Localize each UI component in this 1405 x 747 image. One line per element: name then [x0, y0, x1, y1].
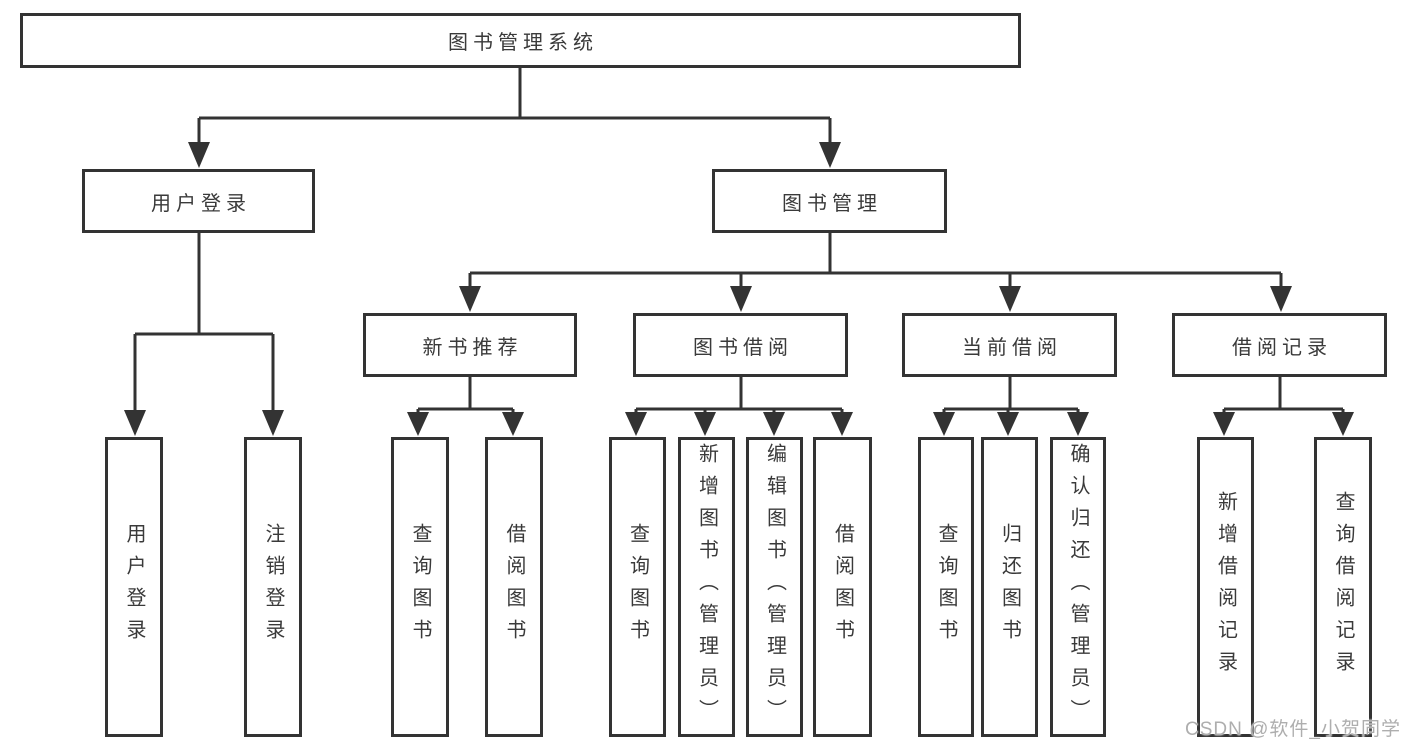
node-new-book-recommend: 新书推荐: [363, 313, 577, 377]
node-user-login-module: 用户登录: [82, 169, 315, 233]
leaf-borrow-books-1-label: 借阅图书: [503, 523, 525, 651]
leaf-query-books-3: 查询图书: [918, 437, 974, 737]
node-book-management-label: 图书管理: [782, 192, 882, 215]
leaf-logout: 注销登录: [244, 437, 302, 737]
node-current-borrow: 当前借阅: [902, 313, 1117, 377]
node-book-management-module: 图书管理: [712, 169, 947, 233]
node-root-label: 图书管理系统: [448, 32, 598, 54]
leaf-query-borrow-record-label: 查询借阅记录: [1332, 491, 1354, 683]
node-borrow-record-label: 借阅记录: [1232, 336, 1332, 359]
leaf-add-books-admin-label: 新增图书（管理员）: [695, 443, 718, 731]
node-book-borrow: 图书借阅: [633, 313, 848, 377]
leaf-logout-label: 注销登录: [262, 523, 284, 651]
leaf-query-books-2: 查询图书: [609, 437, 666, 737]
node-borrow-record: 借阅记录: [1172, 313, 1387, 377]
leaf-add-borrow-record: 新增借阅记录: [1197, 437, 1254, 737]
csdn-watermark: CSDN @软件_小贺同学: [1185, 719, 1401, 740]
leaf-edit-books-admin: 编辑图书（管理员）: [746, 437, 803, 737]
leaf-user-login-label: 用户登录: [123, 523, 145, 651]
leaf-return-books: 归还图书: [981, 437, 1038, 737]
leaf-return-books-label: 归还图书: [998, 523, 1021, 651]
leaf-add-borrow-record-label: 新增借阅记录: [1214, 491, 1237, 683]
node-new-book-recommend-label: 新书推荐: [422, 336, 523, 359]
leaf-query-books-2-label: 查询图书: [626, 523, 649, 651]
leaf-borrow-books-2: 借阅图书: [813, 437, 872, 737]
leaf-query-borrow-record: 查询借阅记录: [1314, 437, 1372, 737]
leaf-edit-books-admin-label: 编辑图书（管理员）: [763, 443, 786, 731]
leaf-add-books-admin: 新增图书（管理员）: [678, 437, 735, 737]
node-root-system: 图书管理系统: [20, 13, 1021, 68]
leaf-query-books-1: 查询图书: [391, 437, 449, 737]
leaf-query-books-3-label: 查询图书: [935, 523, 957, 651]
node-user-login-label: 用户登录: [151, 192, 251, 215]
leaf-confirm-return-admin-label: 确认归还（管理员）: [1067, 443, 1089, 731]
node-book-borrow-label: 图书借阅: [693, 336, 793, 359]
leaf-borrow-books-1: 借阅图书: [485, 437, 543, 737]
leaf-user-login: 用户登录: [105, 437, 163, 737]
leaf-borrow-books-2-label: 借阅图书: [831, 523, 854, 651]
leaf-query-books-1-label: 查询图书: [409, 523, 431, 651]
leaf-confirm-return-admin: 确认归还（管理员）: [1050, 437, 1106, 737]
node-current-borrow-label: 当前借阅: [962, 336, 1062, 359]
